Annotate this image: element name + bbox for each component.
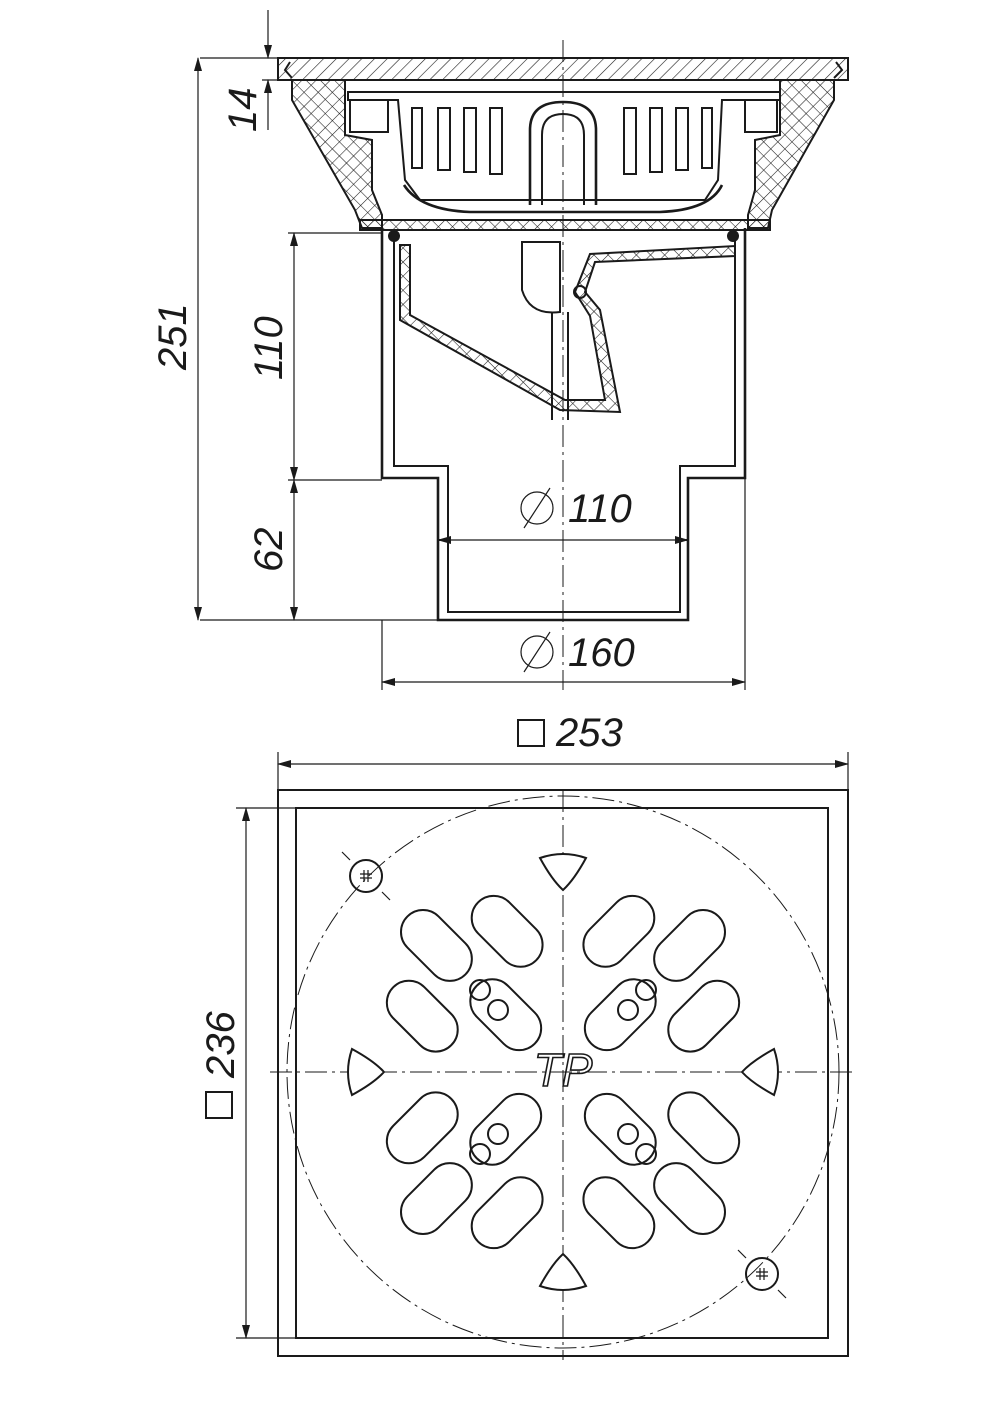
slot	[582, 894, 656, 968]
funnel-wall-left	[291, 79, 383, 229]
top-rim	[277, 57, 849, 81]
grate-dimension: 236	[199, 807, 296, 1339]
hinge-pin	[573, 285, 587, 299]
slot	[653, 908, 727, 982]
lower-body	[380, 228, 747, 622]
triangle-slot-bottom	[538, 1252, 588, 1291]
slot	[470, 894, 544, 968]
frame-dimension: 253	[277, 711, 849, 790]
trap-stem	[551, 312, 569, 420]
diameter-icon	[520, 635, 554, 669]
rim-seal-right	[833, 61, 844, 79]
plan-view: 253 236	[199, 711, 856, 1360]
grate-holes	[469, 979, 657, 1165]
slot	[385, 979, 459, 1053]
square-icon	[517, 719, 545, 747]
basket-bottom	[402, 184, 724, 214]
slot	[653, 1162, 727, 1236]
slot	[399, 908, 473, 982]
slot	[582, 1176, 656, 1250]
screw-icon	[341, 851, 391, 901]
trap-flap	[399, 244, 736, 414]
dim-236-label: 236	[199, 1011, 243, 1079]
dim-d160-label: 160	[568, 631, 635, 675]
side-section-view: 251 14 110 62 110 160	[151, 10, 849, 690]
basket-slots	[349, 99, 778, 175]
lower-body-inner	[393, 240, 736, 613]
dim-253-label: 253	[555, 711, 623, 755]
basket-handle-inner	[541, 112, 585, 205]
slot	[385, 1091, 459, 1165]
diameter-110-label: 110	[520, 487, 632, 531]
slot	[399, 1162, 473, 1236]
brand-logo: TP	[534, 1044, 593, 1096]
funnel-wall-right	[747, 79, 835, 229]
dim-110-label: 110	[247, 316, 291, 380]
dim-62-label: 62	[247, 528, 291, 573]
triangle-slot-left	[347, 1047, 386, 1097]
trap-hinge	[521, 241, 561, 314]
screw-icon	[737, 1249, 787, 1299]
diameter-icon	[520, 491, 554, 525]
triangle-slot-top	[538, 853, 588, 892]
slot	[470, 1176, 544, 1250]
dim-d110-label: 110	[568, 487, 632, 531]
rim-seal-left	[283, 61, 293, 79]
dim-251-label: 251	[151, 303, 195, 371]
slot	[667, 1091, 741, 1165]
dim-14-label: 14	[221, 88, 265, 133]
grate-plate	[295, 807, 829, 1339]
triangle-slot-right	[740, 1047, 779, 1097]
diameter-160-label: 160	[520, 631, 635, 675]
slot	[667, 979, 741, 1053]
basket-flange	[359, 219, 771, 231]
seal-right	[727, 230, 739, 242]
seal-left	[388, 230, 400, 242]
square-icon	[205, 1091, 233, 1119]
basket-handle	[528, 100, 598, 205]
